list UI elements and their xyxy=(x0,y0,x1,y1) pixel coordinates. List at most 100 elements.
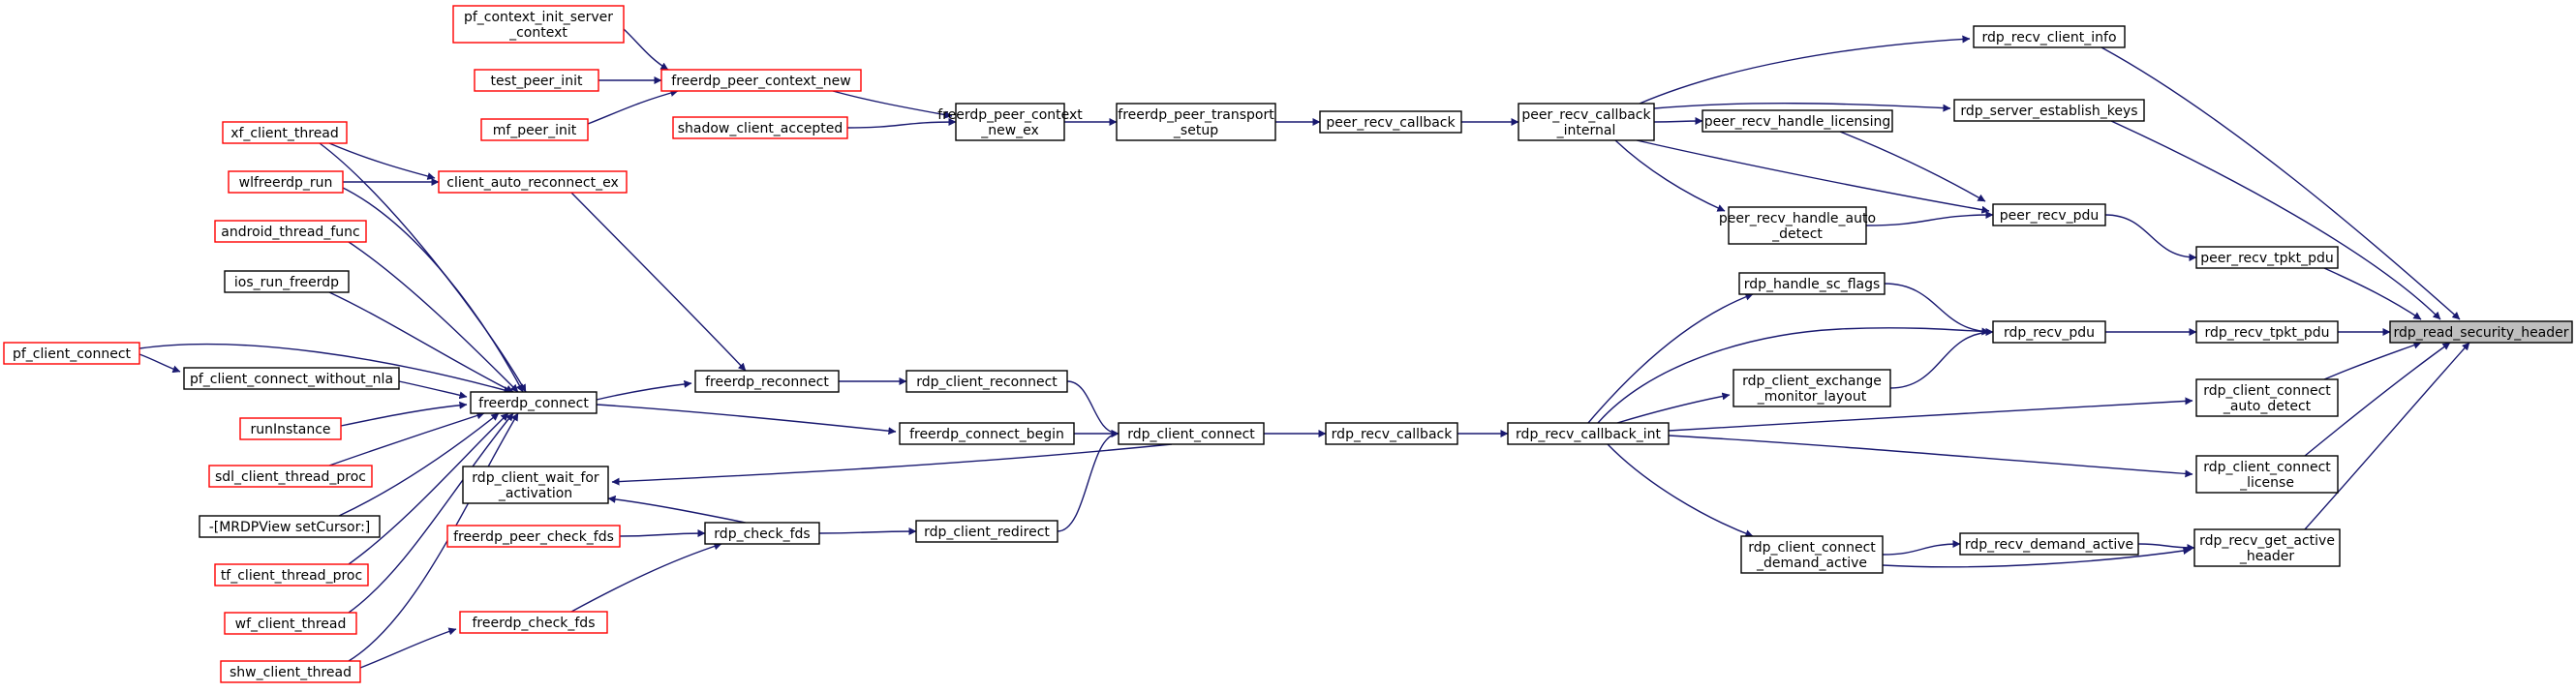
node-rdp-client-connect-demand-active[interactable]: rdp_client_connect_demand_active xyxy=(1740,535,1884,574)
edge-peer-recv-callback-internal-to-rdp-recv-client-info xyxy=(1639,35,1971,105)
node-label: freerdp_check_fds xyxy=(473,616,596,631)
node-rdp-handle-sc-flags[interactable]: rdp_handle_sc_flags xyxy=(1738,272,1886,295)
edge-xf-client-thread-to-client-auto-reconnect-ex xyxy=(328,142,436,180)
node-box xyxy=(2389,320,2573,344)
edge-arrow xyxy=(338,412,500,517)
node-box xyxy=(1953,99,2145,122)
node-ios-run-freerdp[interactable]: ios_run_freerdp xyxy=(224,270,350,293)
node-label: peer_recv_tpkt_pdu xyxy=(2200,251,2334,266)
node-label: shw_client_thread xyxy=(230,665,352,680)
edge-rdp-check-fds-to-rdp-client-wait-for-activation xyxy=(607,495,747,524)
node-box xyxy=(1507,422,1670,445)
node-mrdpview-setcursor[interactable]: -[MRDPView setCursor:] xyxy=(199,515,381,538)
edge-rdp-client-connect-to-rdp-client-wait-for-activation xyxy=(611,443,1173,486)
node-freerdp-peer-transport-setup[interactable]: freerdp_peer_transport_setup xyxy=(1116,103,1276,141)
node-label: _auto_detect xyxy=(2223,399,2312,414)
node-rdp-recv-pdu[interactable]: rdp_recv_pdu xyxy=(1992,320,2106,344)
node-rdp-check-fds[interactable]: rdp_check_fds xyxy=(704,522,820,545)
node-freerdp-peer-context-new[interactable]: freerdp_peer_context_new xyxy=(660,69,862,92)
node-client-auto-reconnect-ex[interactable]: client_auto_reconnect_ex xyxy=(438,170,628,194)
edge-sdl-client-thread-proc-to-freerdp-connect xyxy=(328,411,485,466)
node-runinstance[interactable]: runInstance xyxy=(239,417,342,440)
node-rdp-client-exchange-monitor-layout[interactable]: rdp_client_exchange_monitor_layout xyxy=(1733,369,1891,407)
node-label: test_peer_init xyxy=(491,74,583,89)
node-label: _activation xyxy=(498,486,572,501)
node-peer-recv-handle-auto-detect[interactable]: peer_recv_handle_auto_detect xyxy=(1719,206,1876,245)
node-freerdp-check-fds[interactable]: freerdp_check_fds xyxy=(459,611,608,634)
node-peer-recv-pdu[interactable]: peer_recv_pdu xyxy=(1992,203,2106,226)
node-box xyxy=(480,118,589,141)
node-rdp-client-redirect[interactable]: rdp_client_redirect xyxy=(915,520,1058,543)
node-freerdp-reconnect[interactable]: freerdp_reconnect xyxy=(694,370,840,393)
node-test-peer-init[interactable]: test_peer_init xyxy=(474,69,599,92)
edge-pf-client-connect-to-pf-client-connect-without-nla xyxy=(138,353,181,374)
node-label: _demand_active xyxy=(1756,556,1867,571)
node-shadow-client-accepted[interactable]: shadow_client_accepted xyxy=(672,116,848,139)
node-rdp-recv-callback-int[interactable]: rdp_recv_callback_int xyxy=(1507,422,1670,445)
node-label: rdp_handle_sc_flags xyxy=(1744,277,1881,292)
node-label: _detect xyxy=(1771,226,1823,242)
edge-arrow xyxy=(348,412,519,662)
node-rdp-recv-client-info[interactable]: rdp_recv_client_info xyxy=(1973,25,2126,48)
node-label: client_auto_reconnect_ex xyxy=(446,175,618,191)
edge-arrow xyxy=(587,89,679,125)
edge-rdp-recv-demand-active-to-rdp-recv-get-active-header xyxy=(2137,543,2195,552)
node-label: sdl_client_thread_proc xyxy=(215,469,366,485)
node-rdp-recv-get-active-header[interactable]: rdp_recv_get_active_header xyxy=(2193,528,2341,567)
node-label: freerdp_peer_context xyxy=(937,107,1083,123)
node-rdp-recv-demand-active[interactable]: rdp_recv_demand_active xyxy=(1959,532,2139,556)
node-rdp-client-connect-auto-detect[interactable]: rdp_client_connect_auto_detect xyxy=(2195,378,2339,417)
node-android-thread-func[interactable]: android_thread_func xyxy=(214,220,367,243)
edges-layer xyxy=(138,28,2470,669)
node-label: rdp_client_connect xyxy=(2203,383,2331,399)
node-rdp-client-connect[interactable]: rdp_client_connect xyxy=(1118,422,1265,445)
node-freerdp-peer-context-new-ex[interactable]: freerdp_peer_context_new_ex xyxy=(937,103,1083,141)
node-xf-client-thread[interactable]: xf_client_thread xyxy=(222,121,348,144)
node-freerdp-peer-check-fds[interactable]: freerdp_peer_check_fds xyxy=(446,525,621,548)
node-rdp-client-reconnect[interactable]: rdp_client_reconnect xyxy=(905,370,1068,393)
node-label: xf_client_thread xyxy=(230,126,339,141)
node-rdp-recv-tpkt-pdu[interactable]: rdp_recv_tpkt_pdu xyxy=(2195,320,2339,344)
node-box xyxy=(2195,320,2339,344)
node-label: freerdp_peer_check_fds xyxy=(453,529,614,545)
edge-freerdp-connect-to-freerdp-connect-begin xyxy=(596,404,897,436)
node-rdp-server-establish-keys[interactable]: rdp_server_establish_keys xyxy=(1953,99,2145,122)
edge-arrow xyxy=(340,401,468,427)
node-label: _setup xyxy=(1173,123,1218,138)
edge-arrow xyxy=(596,379,692,401)
node-sdl-client-thread-proc[interactable]: sdl_client_thread_proc xyxy=(208,465,373,488)
node-peer-recv-tpkt-pdu[interactable]: peer_recv_tpkt_pdu xyxy=(2195,246,2339,269)
node-peer-recv-handle-licensing[interactable]: peer_recv_handle_licensing xyxy=(1702,109,1893,133)
node-pf-client-connect-without-nla[interactable]: pf_client_connect_without_nla xyxy=(183,367,400,390)
node-rdp-client-wait-for-activation[interactable]: rdp_client_wait_for_activation xyxy=(462,466,609,504)
node-shw-client-thread[interactable]: shw_client_thread xyxy=(220,660,361,683)
node-label: peer_recv_handle_licensing xyxy=(1704,114,1891,130)
node-box xyxy=(474,69,599,92)
node-label: rdp_recv_demand_active xyxy=(1965,537,2133,553)
node-mf-peer-init[interactable]: mf_peer_init xyxy=(480,118,589,141)
node-box xyxy=(1740,535,1884,574)
node-wlfreerdp-run[interactable]: wlfreerdp_run xyxy=(228,170,344,194)
node-wf-client-thread[interactable]: wf_client_thread xyxy=(224,612,357,635)
node-tf-client-thread-proc[interactable]: tf_client_thread_proc xyxy=(214,563,369,587)
edge-peer-recv-callback-internal-to-peer-recv-pdu xyxy=(1636,139,1990,214)
node-peer-recv-callback-internal[interactable]: peer_recv_callback_internal xyxy=(1518,103,1655,141)
node-pf-client-connect[interactable]: pf_client_connect xyxy=(3,342,140,365)
node-peer-recv-callback[interactable]: peer_recv_callback xyxy=(1319,110,1462,134)
node-box xyxy=(214,563,369,587)
node-rdp-client-connect-license[interactable]: rdp_client_connect_license xyxy=(2195,455,2339,494)
node-box xyxy=(1325,422,1458,445)
node-freerdp-connect[interactable]: freerdp_connect xyxy=(470,391,598,414)
node-label: freerdp_peer_context_new xyxy=(671,74,850,89)
node-label: mf_peer_init xyxy=(493,123,577,138)
edge-rdp-check-fds-to-rdp-client-redirect xyxy=(818,527,917,536)
node-box xyxy=(224,270,350,293)
node-box xyxy=(1518,103,1655,141)
node-pf-context-init-server-context[interactable]: pf_context_init_server_context xyxy=(452,5,625,44)
node-box xyxy=(1738,272,1886,295)
edge-arrow xyxy=(607,495,747,524)
node-freerdp-connect-begin[interactable]: freerdp_connect_begin xyxy=(899,422,1075,445)
node-rdp-recv-callback[interactable]: rdp_recv_callback xyxy=(1325,422,1458,445)
edge-arrow xyxy=(348,412,509,565)
edge-rdp-client-connect-demand-active-to-rdp-recv-get-active-header xyxy=(1882,547,2192,568)
